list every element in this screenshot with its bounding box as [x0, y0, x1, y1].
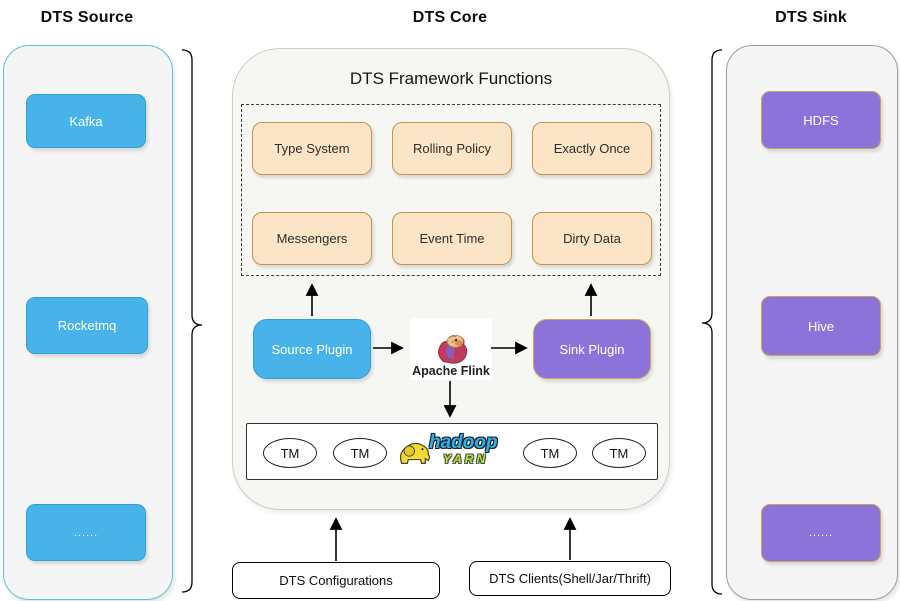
- function-type-system: Type System: [252, 122, 372, 175]
- hadoop-elephant-icon: [399, 442, 431, 464]
- dts-clients-box: DTS Clients(Shell/Jar/Thrift): [469, 561, 671, 596]
- hadoop-yarn-logo: hadoop YARN: [397, 431, 513, 475]
- function-event-time: Event Time: [392, 212, 512, 265]
- yarn-box: TM TM hadoop YARN TM TM: [246, 423, 658, 480]
- source-column-title: DTS Source: [40, 9, 134, 26]
- task-manager-ellipse: TM: [333, 438, 387, 468]
- yarn-wordmark: YARN: [443, 452, 489, 466]
- node-sink-plugin: Sink Plugin: [533, 319, 651, 379]
- core-panel: DTS Framework Functions Type System Roll…: [232, 48, 670, 510]
- sink-column-title: DTS Sink: [775, 9, 847, 26]
- task-manager-ellipse: TM: [592, 438, 646, 468]
- right-curly-brace: [701, 49, 723, 595]
- framework-functions-heading: DTS Framework Functions: [349, 69, 553, 88]
- function-dirty-data: Dirty Data: [532, 212, 652, 265]
- node-hdfs: HDFS: [761, 91, 881, 149]
- function-rolling-policy: Rolling Policy: [392, 122, 512, 175]
- function-exactly-once: Exactly Once: [532, 122, 652, 175]
- node-kafka: Kafka: [26, 94, 146, 148]
- node-source-plugin: Source Plugin: [253, 319, 371, 379]
- flink-squirrel-icon: [438, 334, 468, 364]
- task-manager-ellipse: TM: [263, 438, 317, 468]
- node-hive: Hive: [761, 296, 881, 356]
- node-source-more: ......: [26, 504, 146, 561]
- function-messengers: Messengers: [252, 212, 372, 265]
- core-column-title: DTS Core: [412, 9, 488, 26]
- node-rocketmq: Rocketmq: [26, 297, 148, 354]
- sink-panel: HDFS Hive ......: [726, 45, 898, 600]
- dts-configurations-box: DTS Configurations: [232, 562, 440, 599]
- task-manager-ellipse: TM: [523, 438, 577, 468]
- left-curly-brace: [181, 49, 203, 593]
- framework-functions-group: Type System Rolling Policy Exactly Once …: [241, 104, 661, 276]
- apache-flink-box: Apache Flink: [410, 318, 492, 380]
- node-sink-more: ......: [761, 504, 881, 562]
- source-panel: Kafka Rocketmq ......: [3, 45, 173, 600]
- flink-label: Apache Flink: [412, 363, 490, 378]
- hadoop-wordmark: hadoop: [429, 432, 498, 453]
